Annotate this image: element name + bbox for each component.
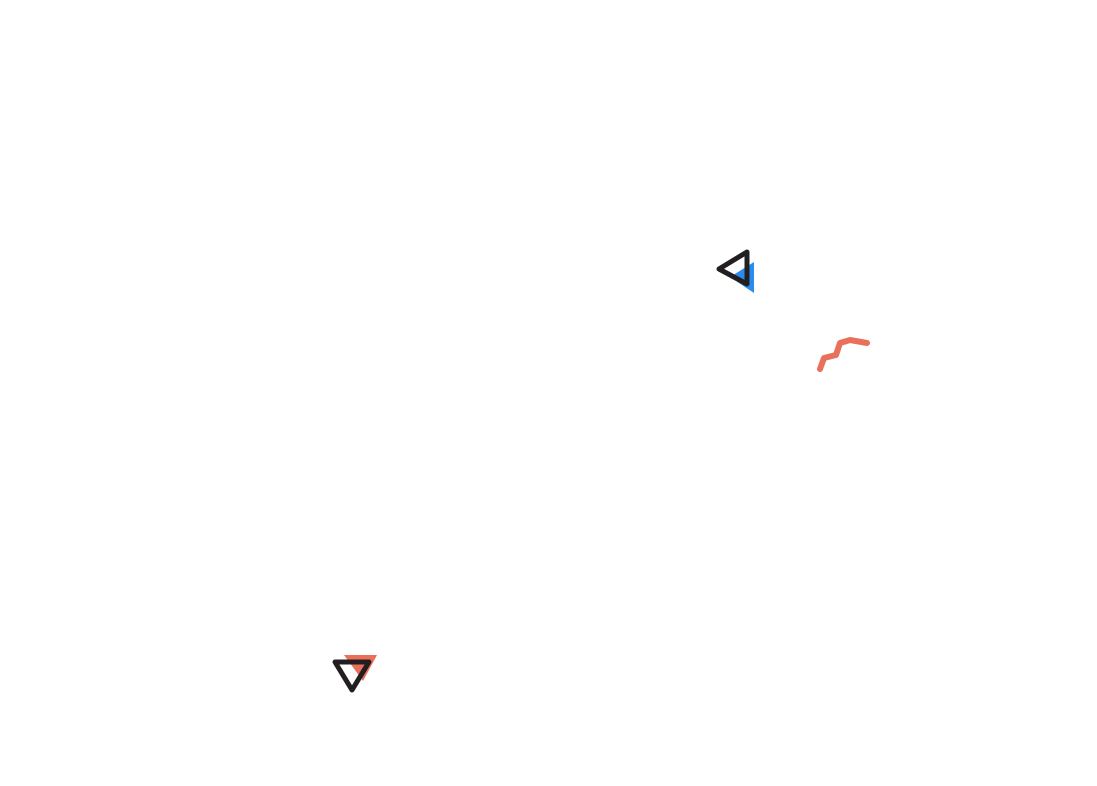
zigzag-icon [817,337,870,372]
triangle-outline [716,249,750,287]
down-pointing-triangle-icon [332,655,377,693]
triangle-outline [332,659,372,693]
zigzag-line [817,337,870,372]
left-pointing-triangle-icon [716,249,754,293]
